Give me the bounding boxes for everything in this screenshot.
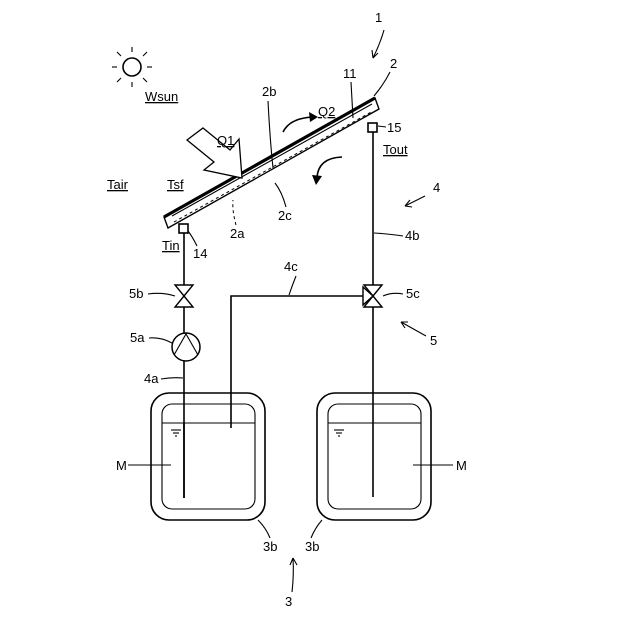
collector-ref-label: 2 [390,56,397,71]
piping-ref-label: 4 [433,180,440,195]
tank-wall-left-leader [258,520,270,538]
tanks-ref-label: 3 [285,594,292,609]
piping-ref-leader [405,196,425,206]
pipe-4c-label: 4c [284,259,298,274]
inlet-temp-label: Tin [162,238,180,253]
outlet-temp-label: Tout [383,142,408,157]
valve-icon [175,285,193,307]
heat-out-label: Q2 [318,104,335,119]
collector-ref-leader [374,72,390,96]
inlet-header [179,224,188,233]
pump-icon [172,333,200,361]
side-2a-leader [233,200,236,225]
water-level-icon [171,430,181,436]
right-storage-tank [317,393,431,520]
heat-out-arrow-top [283,112,318,132]
inlet-header-leader [188,231,197,246]
side-2c-label: 2c [278,208,292,223]
valves-ref-label: 5 [430,333,437,348]
medium-left-label: M [116,458,127,473]
pump-leader [149,338,172,343]
tank-wall-left-label: 3b [263,539,277,554]
heat-in-label: Q1 [217,133,234,148]
side-2a-label: 2a [230,226,245,241]
water-level-icon [334,430,344,436]
plate-11-label: 11 [343,66,357,81]
system-ref-leader [373,30,384,58]
air-temp-label: Tair [107,177,129,192]
valve-5c-leader [383,293,403,296]
valve-5b-leader [148,293,175,296]
solar-radiation-label: Wsun [145,89,178,104]
pipe-4b-label: 4b [405,228,419,243]
valves-ref-leader [401,322,426,336]
inlet-header-label: 14 [193,246,207,261]
surface-temp-label: Tsf [167,177,184,192]
outlet-header-leader [378,126,386,127]
outlet-header [368,123,377,132]
pump-label: 5a [130,330,145,345]
side-2b-label: 2b [262,84,276,99]
left-storage-tank [151,393,265,520]
tanks-ref-leader [292,558,293,592]
sun-icon [112,47,152,87]
pipe-4c-leader [289,276,296,295]
solar-collector-panel [164,98,379,228]
pipe-4a-label: 4a [144,371,159,386]
pipe-4b-leader [374,233,403,236]
three-way-valve-icon [363,285,382,307]
side-2c-leader [275,183,286,207]
system-ref-label: 1 [375,10,382,25]
heat-out-arrow-bottom [312,157,342,185]
tank-wall-right-label: 3b [305,539,319,554]
valve-5b-label: 5b [129,286,143,301]
tank-wall-right-leader [311,520,322,538]
valve-5c-label: 5c [406,286,420,301]
outlet-header-label: 15 [387,120,401,135]
pipe-4a-leader [161,378,183,379]
pipe-4c [231,296,363,428]
medium-right-label: M [456,458,467,473]
